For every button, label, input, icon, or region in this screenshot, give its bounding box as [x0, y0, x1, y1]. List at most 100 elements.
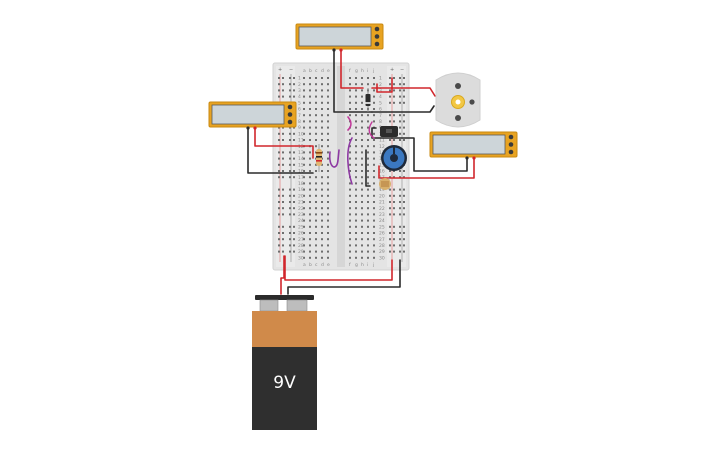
rail-hole[interactable]	[282, 83, 284, 86]
breadboard-hole[interactable]	[303, 139, 305, 141]
breadboard-hole[interactable]	[373, 182, 375, 185]
wire-black-transistor[interactable]	[371, 127, 393, 139]
breadboard-hole[interactable]	[321, 120, 323, 123]
breadboard-hole[interactable]	[361, 163, 363, 166]
wire-left-meter-red[interactable]	[254, 127, 314, 159]
breadboard-hole[interactable]	[303, 250, 305, 253]
breadboard-hole[interactable]	[349, 201, 351, 203]
rail-hole[interactable]	[403, 139, 405, 141]
breadboard-hole[interactable]	[303, 126, 305, 129]
rail-hole[interactable]	[293, 151, 295, 154]
breadboard-hole[interactable]	[321, 101, 323, 104]
breadboard-hole[interactable]	[373, 83, 375, 86]
rail-hole[interactable]	[399, 194, 401, 197]
battery-9v[interactable]: 9V	[252, 295, 317, 430]
rail-hole[interactable]	[389, 232, 391, 234]
breadboard-hole[interactable]	[303, 182, 305, 185]
rail-hole[interactable]	[278, 139, 280, 141]
rail-hole[interactable]	[399, 201, 401, 203]
breadboard-hole[interactable]	[373, 225, 375, 228]
rail-hole[interactable]	[282, 232, 284, 234]
breadboard-hole[interactable]	[327, 256, 329, 259]
multimeter-right[interactable]	[429, 131, 518, 160]
breadboard-hole[interactable]	[303, 232, 305, 234]
breadboard-hole[interactable]	[303, 170, 305, 172]
rail-hole[interactable]	[282, 95, 284, 98]
breadboard-hole[interactable]	[361, 232, 363, 234]
breadboard-hole[interactable]	[309, 194, 311, 197]
rail-hole[interactable]	[289, 213, 291, 216]
rail-hole[interactable]	[393, 89, 395, 92]
rail-hole[interactable]	[293, 232, 295, 234]
breadboard-hole[interactable]	[303, 114, 305, 117]
breadboard-hole[interactable]	[315, 256, 317, 259]
breadboard-hole[interactable]	[373, 188, 375, 191]
wire-magenta-short[interactable]	[368, 121, 375, 139]
breadboard-hole[interactable]	[367, 188, 369, 191]
rail-hole[interactable]	[293, 157, 295, 160]
breadboard-hole[interactable]	[321, 132, 323, 135]
breadboard-hole[interactable]	[361, 95, 363, 98]
wire-motor-black[interactable]	[371, 105, 435, 113]
breadboard-hole[interactable]	[327, 101, 329, 104]
breadboard-hole[interactable]	[373, 201, 375, 203]
breadboard-hole[interactable]	[355, 244, 357, 247]
rail-hole[interactable]	[399, 250, 401, 253]
breadboard-hole[interactable]	[349, 151, 351, 154]
breadboard-hole[interactable]	[303, 77, 305, 79]
breadboard-hole[interactable]	[373, 250, 375, 253]
rail-hole[interactable]	[293, 244, 295, 247]
breadboard-hole[interactable]	[315, 244, 317, 247]
rail-hole[interactable]	[282, 157, 284, 160]
breadboard-hole[interactable]	[303, 163, 305, 166]
rail-hole[interactable]	[293, 95, 295, 98]
breadboard-hole[interactable]	[309, 151, 311, 154]
rail-hole[interactable]	[399, 207, 401, 210]
rail-hole[interactable]	[393, 95, 395, 98]
breadboard-hole[interactable]	[327, 232, 329, 234]
rail-hole[interactable]	[289, 201, 291, 203]
breadboard-hole[interactable]	[355, 114, 357, 117]
potentiometer[interactable]	[381, 145, 407, 171]
breadboard-hole[interactable]	[361, 194, 363, 197]
breadboard-hole[interactable]	[367, 225, 369, 228]
breadboard-hole[interactable]	[349, 238, 351, 241]
rail-hole[interactable]	[293, 77, 295, 79]
rail-hole[interactable]	[282, 250, 284, 253]
breadboard-hole[interactable]	[327, 219, 329, 222]
breadboard-hole[interactable]	[367, 232, 369, 234]
breadboard-hole[interactable]	[367, 182, 369, 185]
breadboard-hole[interactable]	[315, 77, 317, 79]
rail-hole[interactable]	[403, 194, 405, 197]
breadboard-hole[interactable]	[327, 176, 329, 179]
breadboard-hole[interactable]	[373, 176, 375, 179]
breadboard-hole[interactable]	[361, 145, 363, 148]
multimeter-left[interactable]	[208, 101, 297, 130]
rail-hole[interactable]	[293, 163, 295, 166]
breadboard-hole[interactable]	[327, 201, 329, 203]
rail-hole[interactable]	[389, 89, 391, 92]
breadboard-hole[interactable]	[309, 176, 311, 179]
breadboard-hole[interactable]	[373, 101, 375, 104]
rail-hole[interactable]	[399, 126, 401, 129]
breadboard-hole[interactable]	[373, 145, 375, 148]
rail-hole[interactable]	[278, 250, 280, 253]
rail-hole[interactable]	[289, 170, 291, 172]
breadboard-hole[interactable]	[315, 170, 317, 172]
breadboard-hole[interactable]	[303, 244, 305, 247]
wire-top-meter-black[interactable]	[333, 49, 373, 113]
rail-hole[interactable]	[389, 83, 391, 86]
rail-hole[interactable]	[278, 244, 280, 247]
rail-hole[interactable]	[289, 232, 291, 234]
rail-hole[interactable]	[289, 250, 291, 253]
breadboard-hole[interactable]	[303, 157, 305, 160]
rail-hole[interactable]	[389, 120, 391, 123]
breadboard-hole[interactable]	[321, 108, 323, 110]
breadboard-hole[interactable]	[315, 101, 317, 104]
breadboard-hole[interactable]	[355, 207, 357, 210]
breadboard-hole[interactable]	[327, 225, 329, 228]
breadboard-hole[interactable]	[361, 176, 363, 179]
rail-hole[interactable]	[293, 139, 295, 141]
breadboard-hole[interactable]	[315, 194, 317, 197]
